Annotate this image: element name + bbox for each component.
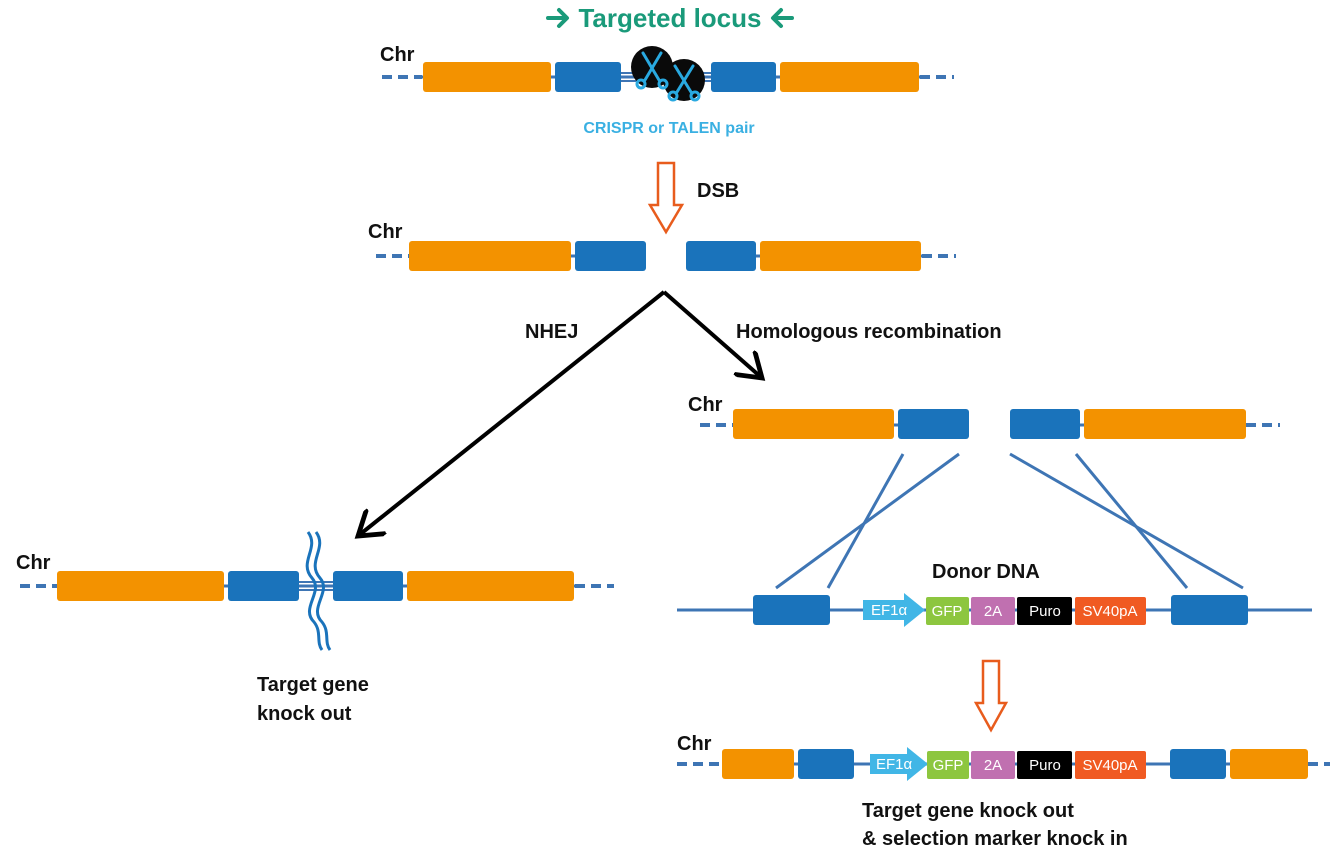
hr-label: Homologous recombination [736, 321, 1002, 343]
sv40pa-label: SV40pA [1082, 757, 1137, 774]
chr-label: Chr [368, 221, 403, 243]
homology-arm-right [1171, 595, 1248, 625]
donor-label: Donor DNA [932, 561, 1040, 583]
gfp-label: GFP [933, 757, 964, 774]
exon-orange [1084, 409, 1246, 439]
chr-label: Chr [688, 394, 723, 416]
nuclease-label: CRISPR or TALEN pair [583, 120, 754, 137]
cassette-puro: Puro [1017, 751, 1072, 779]
nhej-outcome: Chr Target gene knock out [16, 531, 614, 725]
exon-blue [333, 571, 403, 601]
cassette-sv40pa: SV40pA [1075, 597, 1146, 625]
knockout-label-line1: Target gene [257, 674, 369, 696]
chromosome-intact: Chr CRISPR or TALEN pair [380, 44, 954, 137]
cassette-2a: 2A [971, 597, 1015, 625]
donor-dna: Donor DNA EF1α GFP 2A Puro SV40pA [677, 561, 1312, 627]
title-arrow-right-icon [546, 8, 569, 28]
title: Targeted locus [578, 3, 761, 33]
indel-break-icon [305, 531, 332, 651]
nhej-label: NHEJ [525, 321, 578, 343]
title-arrow-left-icon [771, 8, 794, 28]
cassette-ef1a: EF1α [863, 593, 925, 627]
exon-blue [686, 241, 756, 271]
exon-blue [555, 62, 621, 92]
title-group: Targeted locus [546, 3, 794, 33]
dsb-label: DSB [697, 180, 739, 202]
hr-outcome: Chr EF1α GFP 2A Puro SV40pA Target gene … [677, 733, 1330, 850]
cassette-2a: 2A [971, 751, 1015, 779]
homology-crossover [775, 452, 1244, 590]
cassette-puro: Puro [1017, 597, 1072, 625]
repair-branches: NHEJ Homologous recombination [358, 290, 1002, 536]
cassette-sv40pa: SV40pA [1075, 751, 1146, 779]
nuclease-scissors-icon [631, 46, 705, 102]
result-label-line1: Target gene knock out [862, 800, 1074, 822]
exon-blue [228, 571, 299, 601]
hr-arrow [662, 290, 762, 378]
exon-orange [407, 571, 574, 601]
exon-orange [760, 241, 921, 271]
exon-blue [798, 749, 854, 779]
exon-blue [575, 241, 646, 271]
hr-result-arrow-icon [973, 659, 1009, 733]
t2a-label: 2A [984, 757, 1002, 774]
dsb-step: DSB [647, 161, 739, 235]
chr-label: Chr [16, 552, 51, 574]
exon-blue [898, 409, 969, 439]
sv40pa-label: SV40pA [1082, 603, 1137, 620]
ef1a-label: EF1α [871, 602, 908, 619]
chr-label: Chr [380, 44, 415, 66]
cassette-gfp: GFP [927, 751, 969, 779]
cassette-gfp: GFP [926, 597, 969, 625]
exon-orange [780, 62, 919, 92]
cassette-ef1a: EF1α [870, 747, 928, 781]
gfp-label: GFP [932, 603, 963, 620]
t2a-label: 2A [984, 603, 1002, 620]
exon-blue [1010, 409, 1080, 439]
exon-orange [57, 571, 224, 601]
dsb-arrow-icon [647, 161, 685, 235]
nhej-arrow [358, 290, 666, 536]
exon-orange [733, 409, 894, 439]
exon-orange [423, 62, 551, 92]
knockout-label-line2: knock out [257, 703, 352, 725]
exon-orange [722, 749, 794, 779]
exon-orange [1230, 749, 1308, 779]
chr-label: Chr [677, 733, 712, 755]
exon-blue [1170, 749, 1226, 779]
ef1a-label: EF1α [876, 756, 913, 773]
hr-chromosome: Chr [688, 394, 1280, 439]
puro-label: Puro [1029, 603, 1061, 620]
exon-blue [711, 62, 776, 92]
exon-orange [409, 241, 571, 271]
result-label-line2: & selection marker knock in [862, 828, 1128, 850]
puro-label: Puro [1029, 757, 1061, 774]
homology-arm-left [753, 595, 830, 625]
chromosome-broken: Chr [368, 221, 956, 271]
